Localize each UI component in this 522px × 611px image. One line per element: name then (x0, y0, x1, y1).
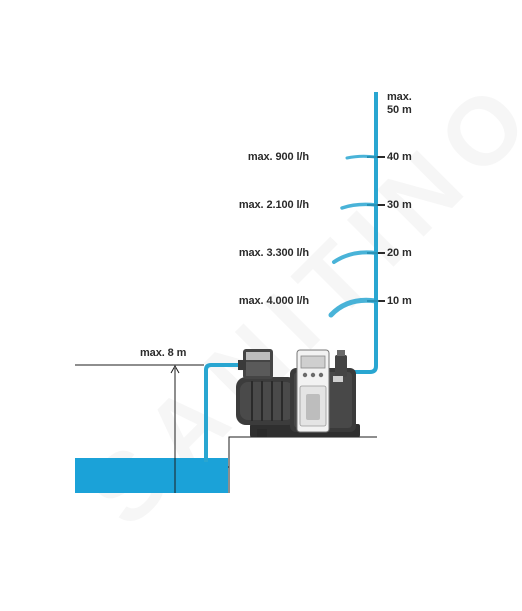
pump-illustration (236, 349, 360, 437)
flow-label-20: max. 3.300 l/h (238, 247, 309, 259)
water-jet-20 (332, 250, 378, 264)
max-head-label: max. 50 m (387, 91, 412, 117)
water-jet-30 (340, 202, 378, 210)
water-jet-40 (345, 154, 378, 160)
height-label-10: 10 m (387, 295, 412, 307)
max-head-line1: max. (387, 91, 412, 103)
height-label-20: 20 m (387, 247, 412, 259)
suction-arrow-head (170, 364, 180, 374)
flow-label-10: max. 4.000 l/h (238, 295, 309, 307)
suction-height-label: max. 8 m (140, 347, 187, 359)
water-reservoir (75, 458, 228, 493)
discharge-pipe (343, 92, 378, 374)
water-jet-10 (328, 297, 379, 318)
height-label-30: 30 m (387, 199, 412, 211)
flow-label-30: max. 2.100 l/h (238, 199, 309, 211)
suction-pipe (204, 363, 243, 462)
max-head-line2: 50 m (387, 104, 412, 116)
flow-label-40: max. 900 l/h (247, 151, 309, 163)
height-label-40: 40 m (387, 151, 412, 163)
